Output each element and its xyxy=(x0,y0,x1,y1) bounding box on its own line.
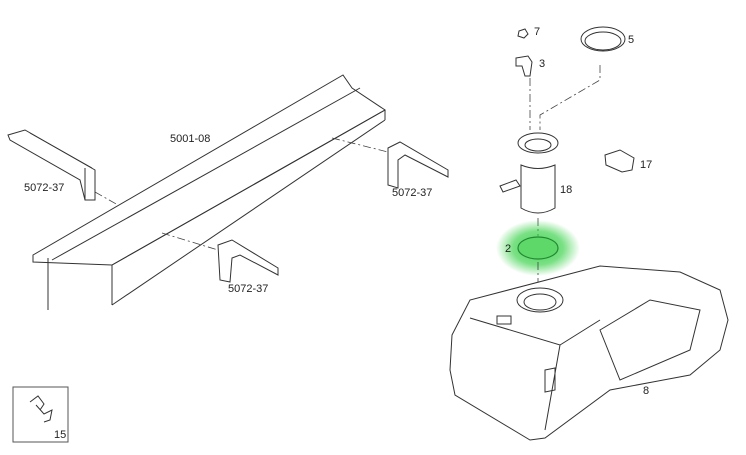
callout-5[interactable]: 5 xyxy=(628,34,634,46)
part-8-fuel-tank[interactable] xyxy=(449,265,729,441)
frame-rail-5001-08[interactable] xyxy=(32,74,386,310)
part-5-lock-ring[interactable] xyxy=(580,26,626,52)
part-2-seal[interactable] xyxy=(517,236,559,260)
callout-7[interactable]: 7 xyxy=(534,26,540,38)
bracket-bottom[interactable] xyxy=(217,239,279,283)
bracket-left[interactable] xyxy=(7,129,96,201)
part-17-cover[interactable] xyxy=(604,149,635,173)
callout-15[interactable]: 15 xyxy=(54,429,66,441)
callout-3[interactable]: 3 xyxy=(539,58,545,70)
callout-5072-37-right[interactable]: 5072-37 xyxy=(392,187,432,199)
callout-5001-08[interactable]: 5001-08 xyxy=(170,133,210,145)
callout-8[interactable]: 8 xyxy=(643,385,649,397)
callout-5072-37-left[interactable]: 5072-37 xyxy=(24,182,64,194)
callout-17[interactable]: 17 xyxy=(640,159,652,171)
bracket-right[interactable] xyxy=(387,141,449,189)
part-18-fuel-pump[interactable] xyxy=(499,132,559,214)
callout-2[interactable]: 2 xyxy=(505,243,511,255)
callout-18[interactable]: 18 xyxy=(560,184,572,196)
callout-5072-37-bottom[interactable]: 5072-37 xyxy=(228,283,268,295)
part-7-nut[interactable] xyxy=(517,28,529,39)
inset-part-15[interactable] xyxy=(12,386,69,443)
part-3-connector[interactable] xyxy=(515,55,533,77)
